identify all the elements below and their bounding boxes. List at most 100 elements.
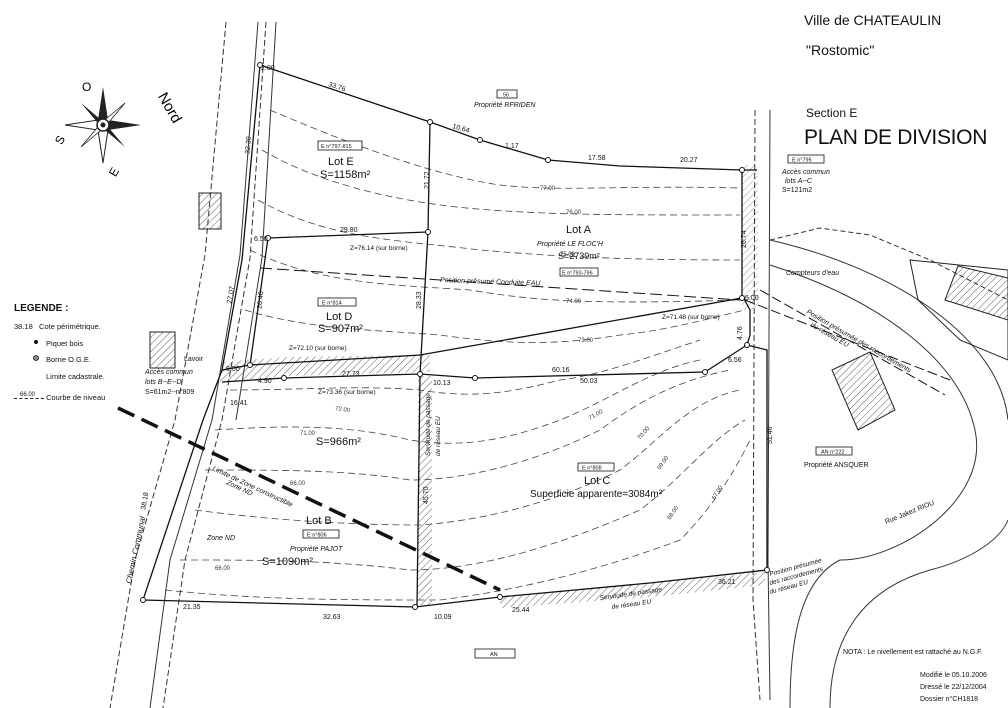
svg-text:27.73: 27.73 bbox=[342, 371, 360, 378]
plan-title: PLAN DE DIVISION bbox=[804, 126, 988, 149]
zone-nd-limit bbox=[117, 406, 501, 592]
svg-text:28.33: 28.33 bbox=[416, 291, 423, 309]
svg-text:67.00: 67.00 bbox=[712, 484, 725, 501]
compass-west-label: O bbox=[82, 80, 91, 94]
lot-c: E n°808 Lot C Superficie apparente=3084m… bbox=[530, 462, 663, 500]
legend-title: LEGENDE : bbox=[14, 303, 69, 314]
svg-text:66.00: 66.00 bbox=[215, 566, 231, 572]
svg-text:10.13: 10.13 bbox=[433, 380, 451, 387]
svg-text:Rue Jakez RIOU: Rue Jakez RIOU bbox=[884, 500, 935, 526]
compass-east-label: E bbox=[106, 165, 122, 179]
svg-text:38.18: 38.18 bbox=[140, 492, 150, 511]
svg-text:Lot C: Lot C bbox=[584, 475, 610, 487]
raccordement-line-2 bbox=[759, 289, 946, 396]
servitude-hatch bbox=[418, 376, 432, 605]
svg-text:Superficie apparente=3084m²: Superficie apparente=3084m² bbox=[530, 489, 663, 500]
svg-text:S=1090m²: S=1090m² bbox=[262, 556, 313, 568]
svg-text:Z=71.48 (sur borne): Z=71.48 (sur borne) bbox=[662, 314, 720, 321]
legend-item-piquet: Piquet bois bbox=[46, 339, 84, 348]
svg-text:Z=73.36 (sur borne): Z=73.36 (sur borne) bbox=[318, 389, 376, 396]
lot-e: E n°797-815 Lot E S=1158m² bbox=[317, 140, 371, 181]
building-hatch bbox=[198, 192, 222, 230]
borne-oge-icon bbox=[33, 355, 39, 361]
svg-text:60.16: 60.16 bbox=[552, 367, 570, 374]
legend-item-courbe: 66.00 Courbe de niveau bbox=[14, 391, 105, 402]
note-dresse: Dressé le 22/12/2004 bbox=[920, 684, 987, 691]
legend-item-limite: Limite cadastrale. bbox=[46, 372, 105, 381]
svg-text:E n°795: E n°795 bbox=[792, 158, 812, 164]
piquet-bois-icon bbox=[34, 340, 38, 344]
svg-text:E n°808: E n°808 bbox=[582, 466, 602, 472]
lot-unnamed-966: S=966m² bbox=[316, 436, 361, 448]
svg-text:Z=76.14 (sur borne): Z=76.14 (sur borne) bbox=[350, 245, 408, 252]
contour-lines bbox=[164, 109, 751, 601]
lot-b: Lot B E n°806 Propriété PAJOT S=1090m² bbox=[262, 515, 343, 568]
svg-text:77.00: 77.00 bbox=[540, 186, 556, 192]
svg-text:1.17: 1.17 bbox=[505, 143, 519, 150]
note-dossier: Dossier n°CH1818 bbox=[920, 696, 979, 703]
svg-text:51.46: 51.46 bbox=[767, 426, 774, 444]
svg-text:S=61m2--n°809: S=61m2--n°809 bbox=[145, 388, 194, 396]
svg-text:lots B--E--D: lots B--E--D bbox=[145, 379, 182, 386]
svg-text:AN: AN bbox=[490, 652, 498, 658]
svg-text:72.00: 72.00 bbox=[335, 406, 351, 414]
svg-text:73.00: 73.00 bbox=[578, 338, 594, 344]
svg-text:Lot B: Lot B bbox=[306, 515, 332, 527]
servitude-hatch bbox=[220, 355, 430, 382]
svg-text:32.39: 32.39 bbox=[244, 136, 253, 154]
svg-text:68.00: 68.00 bbox=[667, 505, 681, 521]
svg-text:70.00: 70.00 bbox=[637, 425, 652, 441]
svg-text:6.56: 6.56 bbox=[728, 357, 742, 364]
contour-labels: 77.00 76.00 75.00 74.00 73.00 72.00 71.0… bbox=[215, 186, 725, 572]
svg-text:6.00: 6.00 bbox=[745, 295, 759, 302]
svg-text:Position présumé Conduite EAU: Position présumé Conduite EAU bbox=[440, 277, 542, 288]
svg-text:Lot D: Lot D bbox=[326, 311, 352, 323]
svg-text:26.40: 26.40 bbox=[257, 291, 266, 309]
svg-text:2.00: 2.00 bbox=[261, 65, 275, 72]
svg-text:S=966m²: S=966m² bbox=[316, 436, 361, 448]
svg-text:S=907m²: S=907m² bbox=[318, 323, 363, 335]
svg-text:Zone ND: Zone ND bbox=[206, 535, 235, 542]
svg-text:S=2739m²: S=2739m² bbox=[558, 251, 600, 261]
svg-text:20.27: 20.27 bbox=[680, 157, 698, 164]
svg-text:8.50: 8.50 bbox=[226, 366, 240, 373]
svg-text:74.00: 74.00 bbox=[566, 299, 582, 305]
svg-text:Limite de Zone constructible: Limite de Zone constructible bbox=[211, 465, 293, 508]
svg-text:26.74: 26.74 bbox=[741, 230, 748, 248]
svg-text:Z=72.10 (sur borne): Z=72.10 (sur borne) bbox=[289, 345, 347, 352]
svg-text:6.50: 6.50 bbox=[254, 236, 268, 243]
building-hatch bbox=[831, 351, 896, 431]
compass-rose-icon bbox=[64, 87, 141, 164]
svg-text:Accès commun: Accès commun bbox=[144, 369, 193, 376]
compass-south-label: S bbox=[52, 133, 68, 147]
svg-text:10.09: 10.09 bbox=[434, 614, 452, 621]
svg-text:25.44: 25.44 bbox=[512, 607, 530, 614]
town-name: Ville de CHATEAULIN bbox=[804, 12, 942, 28]
svg-text:16.41: 16.41 bbox=[230, 400, 248, 407]
svg-text:Propriété ANSQUER: Propriété ANSQUER bbox=[804, 462, 869, 469]
svg-text:E n°806: E n°806 bbox=[307, 533, 327, 539]
building-hatch bbox=[944, 265, 1008, 321]
servitude-hatch bbox=[500, 572, 765, 608]
svg-text:10.64: 10.64 bbox=[451, 123, 470, 135]
svg-text:Propriété LE FLOC'H: Propriété LE FLOC'H bbox=[537, 241, 604, 248]
svg-text:Propriété PAJOT: Propriété PAJOT bbox=[290, 546, 343, 553]
svg-text:33.76: 33.76 bbox=[327, 81, 346, 93]
svg-text:E n°797-815: E n°797-815 bbox=[321, 144, 352, 150]
svg-text:E n°814: E n°814 bbox=[322, 301, 342, 307]
svg-text:4.76: 4.76 bbox=[737, 326, 744, 340]
rfriden-label: Propriété RFRIDEN bbox=[474, 102, 536, 109]
svg-text:lots A--C: lots A--C bbox=[785, 178, 813, 185]
svg-text:4.90: 4.90 bbox=[258, 378, 272, 385]
legend-symbols bbox=[33, 340, 39, 361]
compass-north-label: Nord bbox=[154, 90, 185, 127]
note-nivellement: NOTA : Le nivellement est rattaché au N.… bbox=[843, 649, 983, 656]
svg-text:76.00: 76.00 bbox=[566, 210, 582, 216]
svg-text:75.00: 75.00 bbox=[560, 252, 576, 258]
svg-text:45.70: 45.70 bbox=[423, 486, 430, 504]
svg-text:36.21: 36.21 bbox=[718, 579, 736, 586]
svg-text:de réseau EU: de réseau EU bbox=[435, 416, 442, 456]
svg-text:Servitude de passage: Servitude de passage bbox=[425, 393, 432, 456]
